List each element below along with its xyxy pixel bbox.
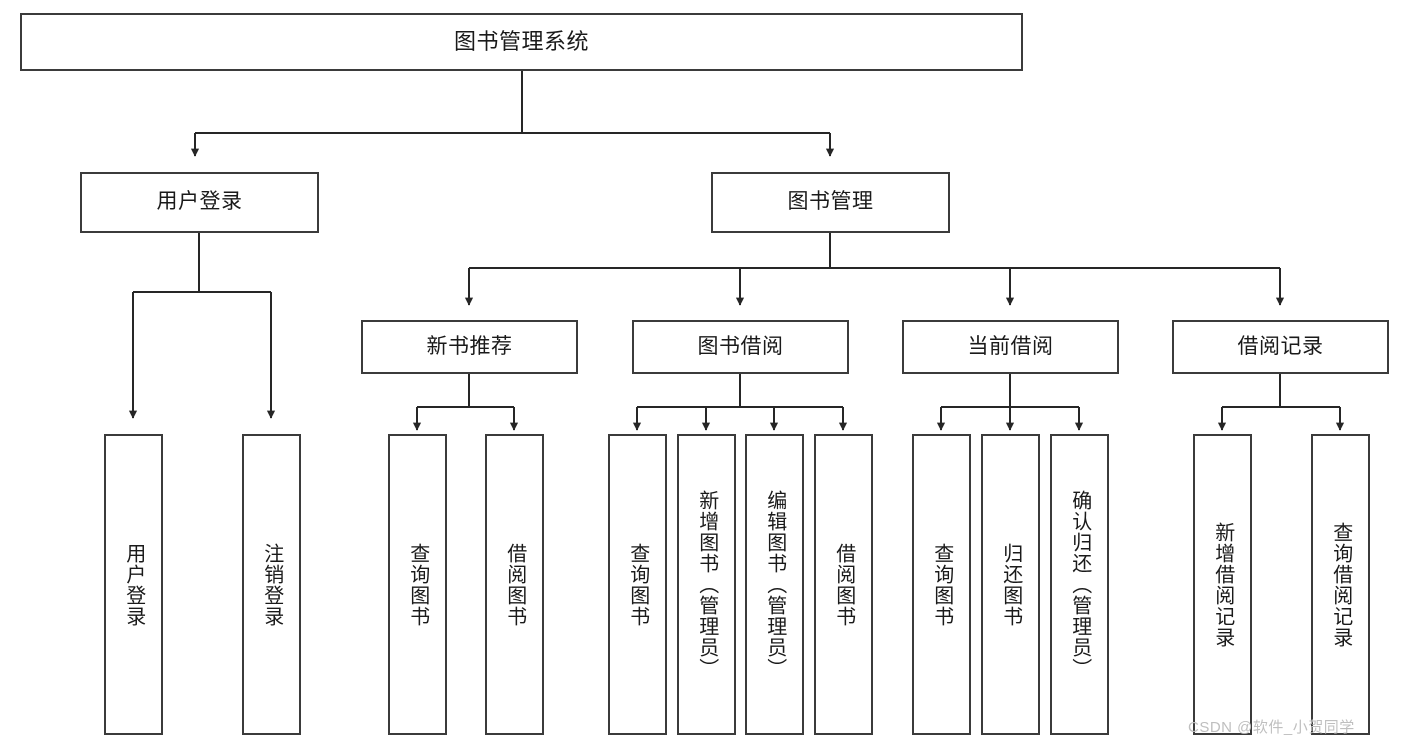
node-leaf-edit-book[interactable]: 编辑图书（管理员）	[745, 434, 804, 735]
node-book-manage-label: 图书管理	[787, 190, 874, 214]
node-root[interactable]: 图书管理系统	[20, 13, 1023, 71]
node-root-label: 图书管理系统	[453, 29, 589, 55]
node-book-borrow[interactable]: 图书借阅	[632, 320, 849, 374]
node-leaf-user-login[interactable]: 用户登录	[104, 434, 163, 735]
node-leaf-query-record[interactable]: 查询借阅记录	[1311, 434, 1370, 735]
node-leaf-return-book-label: 归还图书	[999, 542, 1022, 627]
node-leaf-logout-login-label: 注销登录	[260, 542, 283, 627]
node-leaf-query-book-1-label: 查询图书	[406, 542, 429, 627]
node-leaf-confirm-return-label: 确认归还（管理员）	[1068, 490, 1091, 679]
node-leaf-query-book-1[interactable]: 查询图书	[388, 434, 447, 735]
node-leaf-user-login-label: 用户登录	[122, 542, 145, 627]
node-leaf-return-book[interactable]: 归还图书	[981, 434, 1040, 735]
node-leaf-borrow-book-1-label: 借阅图书	[503, 542, 526, 627]
node-leaf-query-book-2-label: 查询图书	[626, 542, 649, 627]
node-leaf-add-record[interactable]: 新增借阅记录	[1193, 434, 1252, 735]
node-leaf-add-record-label: 新增借阅记录	[1211, 521, 1234, 648]
node-user-login-label: 用户登录	[156, 190, 243, 214]
node-leaf-logout-login[interactable]: 注销登录	[242, 434, 301, 735]
node-book-borrow-label: 图书借阅	[697, 334, 784, 358]
node-book-manage[interactable]: 图书管理	[711, 172, 950, 233]
node-leaf-query-book-3[interactable]: 查询图书	[912, 434, 971, 735]
node-leaf-borrow-book-2-label: 借阅图书	[832, 542, 855, 627]
node-new-book-rec[interactable]: 新书推荐	[361, 320, 578, 374]
node-current-borrow[interactable]: 当前借阅	[902, 320, 1119, 374]
node-leaf-confirm-return[interactable]: 确认归还（管理员）	[1050, 434, 1109, 735]
node-current-borrow-label: 当前借阅	[967, 334, 1054, 358]
node-leaf-query-book-3-label: 查询图书	[930, 542, 953, 627]
node-leaf-add-book[interactable]: 新增图书（管理员）	[677, 434, 736, 735]
node-leaf-query-book-2[interactable]: 查询图书	[608, 434, 667, 735]
node-leaf-query-record-label: 查询借阅记录	[1329, 521, 1352, 648]
node-user-login[interactable]: 用户登录	[80, 172, 319, 233]
node-leaf-add-book-label: 新增图书（管理员）	[695, 490, 718, 679]
node-leaf-borrow-book-1[interactable]: 借阅图书	[485, 434, 544, 735]
node-borrow-record-label: 借阅记录	[1237, 334, 1324, 358]
node-leaf-borrow-book-2[interactable]: 借阅图书	[814, 434, 873, 735]
watermark-text: CSDN @软件_小贺同学	[1188, 719, 1355, 736]
node-leaf-edit-book-label: 编辑图书（管理员）	[763, 490, 786, 679]
node-borrow-record[interactable]: 借阅记录	[1172, 320, 1389, 374]
node-new-book-rec-label: 新书推荐	[426, 334, 513, 358]
